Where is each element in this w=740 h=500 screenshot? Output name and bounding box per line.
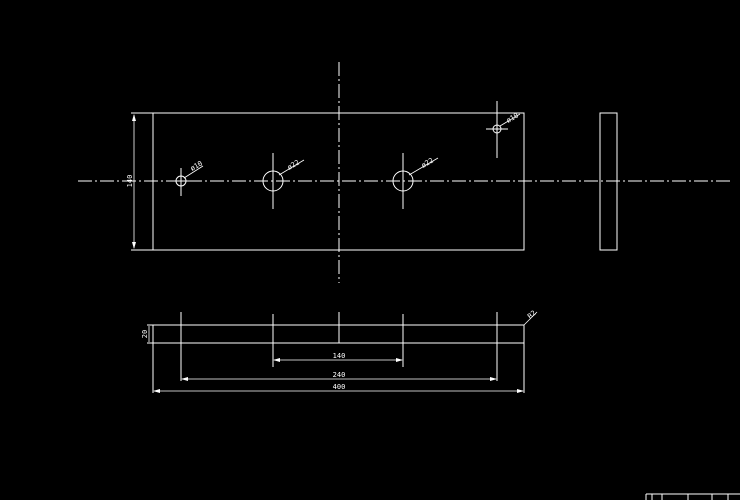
dimension-140: 140 — [273, 352, 403, 362]
plate-outline — [152, 112, 525, 251]
dimension-140-label: 140 — [333, 352, 346, 360]
dimension-400: 400 — [153, 383, 524, 393]
side-view — [599, 112, 618, 251]
chamfer-callout: R2 — [523, 309, 538, 326]
title-block — [645, 493, 740, 500]
dimension-400-label: 400 — [333, 383, 346, 391]
hole-2-label: ø22 — [286, 158, 301, 171]
hole-1-label: ø10 — [189, 159, 204, 172]
top-view: 20 R2 140 240 400 — [141, 309, 538, 393]
front-view: 140 ø10 ø22 ø22 — [78, 62, 732, 283]
hole-3-label: ø22 — [420, 156, 435, 169]
dimension-240-label: 240 — [333, 371, 346, 379]
side-view-outline — [599, 112, 618, 251]
hole-2: ø22 — [262, 153, 305, 209]
thickness-dimension-label: 20 — [141, 330, 149, 338]
height-dimension: 140 — [126, 114, 136, 249]
thickness-dimension: 20 — [141, 326, 150, 342]
hole-1: ø10 — [172, 159, 204, 196]
chamfer-label: R2 — [526, 309, 538, 321]
hole-4: ø10 — [486, 101, 521, 158]
height-dimension-label: 140 — [126, 175, 134, 188]
dimension-240: 240 — [181, 371, 497, 381]
